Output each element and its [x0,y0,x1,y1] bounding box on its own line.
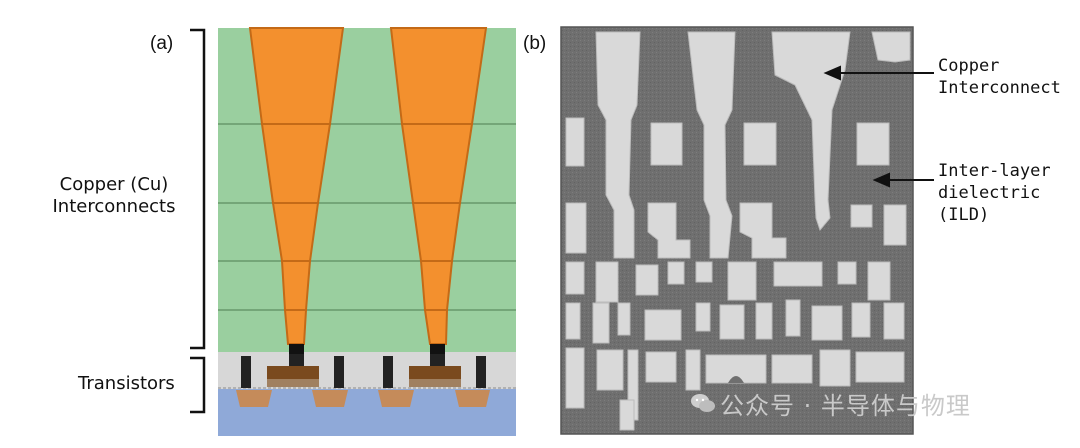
transistor-bracket [190,356,206,414]
watermark-text: 公众号 · 半导体与物理 [720,392,971,420]
ild-annotation: Inter-layer dielectric (ILD) [938,160,1051,226]
transistor-right [378,344,490,407]
interconnect-bracket [190,28,206,350]
panel-b-label: (b) [523,33,547,54]
copper-interconnect-annotation: Copper Interconnect [938,55,1061,99]
copper-stack-right [389,27,488,345]
dielectric-text: dielectric [938,183,1041,203]
interconnect-text: Interconnect [938,78,1061,98]
annotation-arrows [823,65,934,188]
panel-a-label: (a) [150,33,174,54]
schematic-panel-a [190,27,516,436]
sem-image-panel-b [560,26,934,435]
copper-cu-text: Copper (Cu) [59,174,169,195]
transistor-region [218,352,516,390]
ild-text: (ILD) [938,205,990,225]
copper-interconnects-label: Copper (Cu) Interconnects [44,174,184,218]
transistors-label: Transistors [78,373,175,394]
wechat-icon [691,394,715,412]
copper-text: Copper [938,56,1000,76]
sem-copper-features [565,31,911,431]
interconnects-text: Interconnects [52,196,176,217]
inter-layer-text: Inter-layer [938,161,1051,181]
copper-stack-left [248,27,345,345]
transistor-left [236,344,348,407]
copper-arrow-head [823,65,841,81]
ild-arrow-head [872,172,890,188]
